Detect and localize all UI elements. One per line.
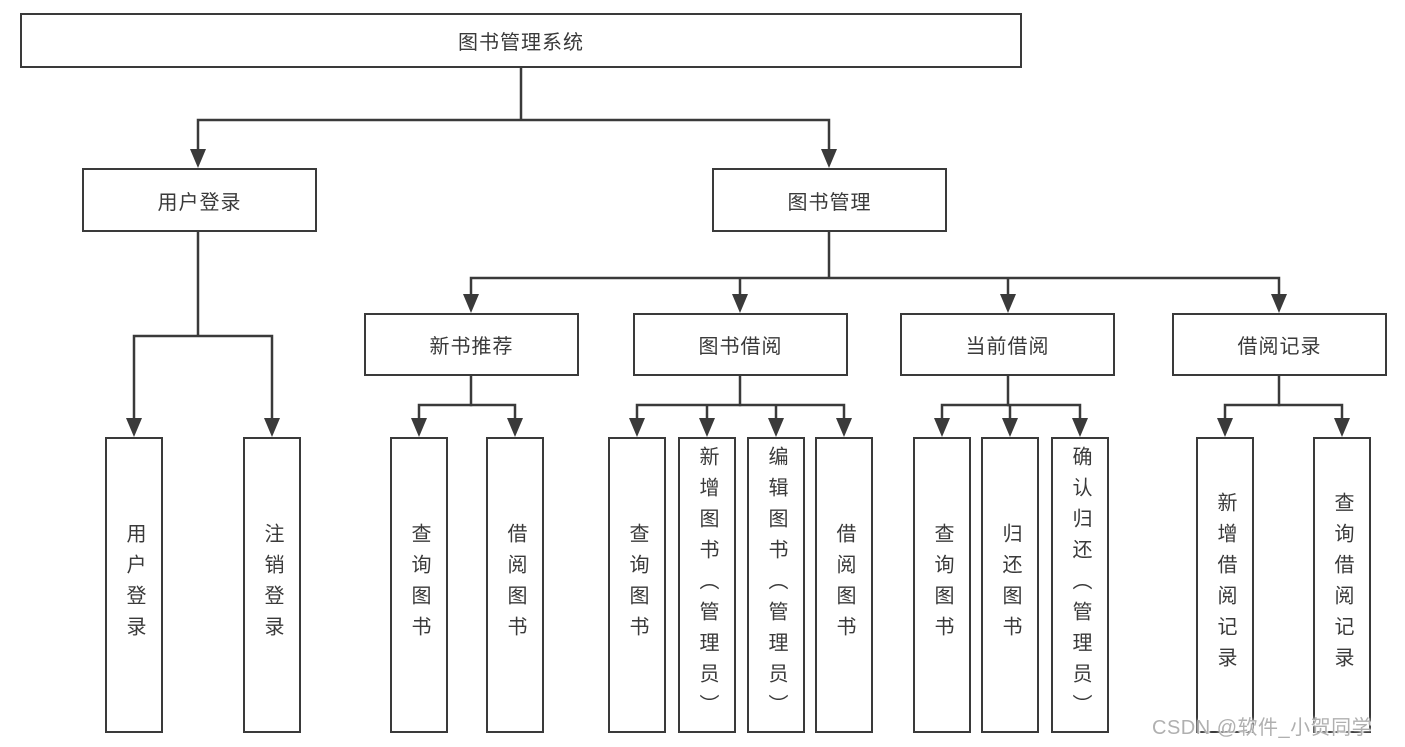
leaf-query-books-current-label: 查询图书 xyxy=(931,523,953,647)
leaf-confirm-return-admin-label: 确认归还（管理员） xyxy=(1069,445,1091,725)
leaf-borrow-books-label: 借阅图书 xyxy=(833,523,855,647)
leaf-logout-label: 注销登录 xyxy=(261,523,283,647)
leaf-add-borrow-record-label: 新增借阅记录 xyxy=(1214,492,1236,678)
leaf-edit-book-admin: 编辑图书（管理员） xyxy=(747,437,805,733)
leaf-query-borrow-record-label: 查询借阅记录 xyxy=(1331,492,1353,678)
arrowheads xyxy=(126,149,1350,437)
node-book-borrow: 图书借阅 xyxy=(633,313,848,376)
leaf-return-books: 归还图书 xyxy=(981,437,1039,733)
leaf-borrow-books: 借阅图书 xyxy=(815,437,873,733)
leaf-user-login-label: 用户登录 xyxy=(123,523,145,647)
leaf-query-books-recommend-label: 查询图书 xyxy=(408,523,430,647)
leaf-logout: 注销登录 xyxy=(243,437,301,733)
leaf-query-books-borrow-label: 查询图书 xyxy=(626,523,648,647)
node-root-label: 图书管理系统 xyxy=(458,32,584,54)
leaf-edit-book-admin-label: 编辑图书（管理员） xyxy=(765,445,787,725)
node-book-management-label: 图书管理 xyxy=(787,191,872,214)
leaf-query-borrow-record: 查询借阅记录 xyxy=(1313,437,1371,733)
node-borrow-records: 借阅记录 xyxy=(1172,313,1387,376)
leaf-add-borrow-record: 新增借阅记录 xyxy=(1196,437,1254,733)
node-root: 图书管理系统 xyxy=(20,13,1022,68)
leaf-add-book-admin-label: 新增图书（管理员） xyxy=(696,445,718,725)
node-new-book-recommend: 新书推荐 xyxy=(364,313,579,376)
leaf-query-books-recommend: 查询图书 xyxy=(390,437,448,733)
node-current-borrow-label: 当前借阅 xyxy=(965,336,1050,358)
node-new-book-recommend-label: 新书推荐 xyxy=(429,336,514,358)
leaf-borrow-books-recommend-label: 借阅图书 xyxy=(504,523,526,647)
leaf-borrow-books-recommend: 借阅图书 xyxy=(486,437,544,733)
node-borrow-records-label: 借阅记录 xyxy=(1237,336,1322,358)
leaf-user-login: 用户登录 xyxy=(105,437,163,733)
leaf-return-books-label: 归还图书 xyxy=(999,523,1021,647)
leaf-query-books-borrow: 查询图书 xyxy=(608,437,666,733)
node-book-borrow-label: 图书借阅 xyxy=(698,336,783,358)
leaf-confirm-return-admin: 确认归还（管理员） xyxy=(1051,437,1109,733)
node-book-management: 图书管理 xyxy=(712,168,947,232)
node-user-login-label: 用户登录 xyxy=(157,191,242,214)
watermark: CSDN @软件_小贺同学 xyxy=(1152,717,1373,739)
node-current-borrow: 当前借阅 xyxy=(900,313,1115,376)
leaf-add-book-admin: 新增图书（管理员） xyxy=(678,437,736,733)
leaf-query-books-current: 查询图书 xyxy=(913,437,971,733)
node-user-login: 用户登录 xyxy=(82,168,317,232)
